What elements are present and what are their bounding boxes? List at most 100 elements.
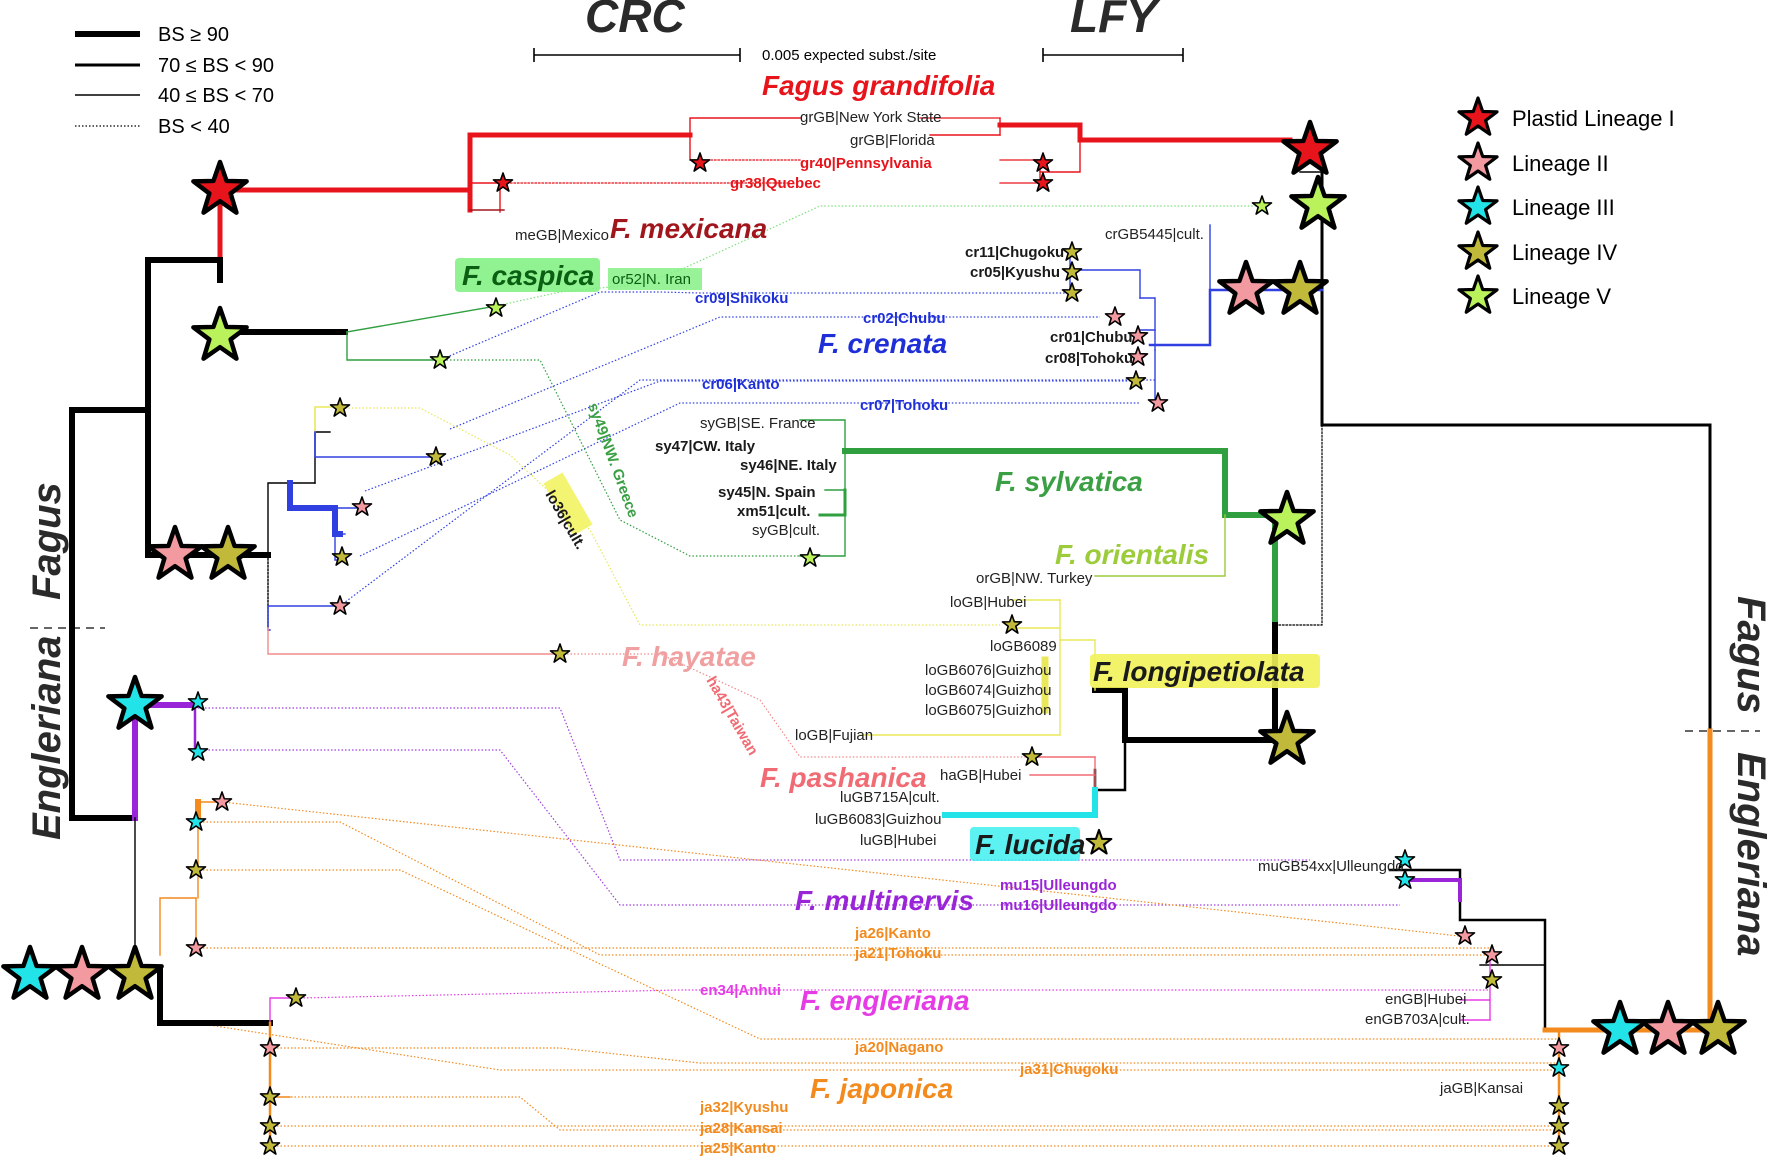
tip-label: cr08|Tohoku: [1045, 350, 1133, 367]
tip-label: cr01|Chubu: [1050, 329, 1133, 346]
lineage-legend-label: Lineage II: [1512, 151, 1609, 176]
star-icon: [799, 547, 821, 567]
tip-label: ja32|Kyushu: [699, 1099, 788, 1116]
star-icon: [193, 308, 246, 359]
star-icon: [1593, 1002, 1646, 1053]
bs-legend-label: 70 ≤ BS < 90: [158, 55, 274, 77]
star-icon: [429, 349, 451, 369]
tip-label: grGB|Florida: [850, 132, 935, 149]
lineage-legend: Plastid Lineage I Lineage II Lineage III…: [1457, 96, 1675, 314]
species-label-japonica: F. japonica: [810, 1073, 953, 1104]
star-icon: [1457, 230, 1499, 270]
bs-legend-label: BS ≥ 90: [158, 24, 229, 46]
star-icon: [1021, 746, 1043, 766]
star-icon: [425, 446, 447, 466]
bootstrap-legend: BS ≥ 90 70 ≤ BS < 90 40 ≤ BS < 70 BS < 4…: [75, 24, 274, 138]
tip-label: en34|Anhui: [700, 982, 781, 999]
tanglegram-links: [195, 205, 1559, 1147]
tip-label: loGB|Fujian: [795, 727, 873, 744]
star-icon: [1457, 141, 1499, 181]
star-icon: [187, 741, 209, 761]
star-icon: [259, 1135, 281, 1155]
tip-label: loGB6089: [990, 638, 1057, 655]
tip-label: mu16|Ulleungdo: [1000, 897, 1117, 914]
crc-title: CRC: [585, 0, 685, 42]
tip-label: gr38|Quebec: [730, 175, 821, 192]
tip-label: enGB703A|cult.: [1365, 1011, 1470, 1028]
tip-label: luGB6083|Guizhou: [815, 811, 941, 828]
star-icon: [1085, 828, 1113, 855]
star-icon: [148, 527, 201, 578]
tip-label: ja26|Kanto: [854, 925, 931, 942]
tip-label: sy45|N. Spain: [718, 484, 816, 501]
tip-label: sy47|CW. Italy: [655, 438, 756, 455]
star-icon: [285, 987, 307, 1007]
star-icon: [1251, 195, 1273, 215]
species-label-pashanica: F. pashanica: [760, 762, 927, 793]
tip-label: sy49|NW. Greece: [584, 401, 641, 520]
tip-label: gr40|Pennsylvania: [800, 155, 932, 172]
tip-label: cr06|Kanto: [702, 376, 780, 393]
tip-label: orGB|NW. Turkey: [976, 570, 1093, 587]
left-subgenus-engleriana: Engleriana: [25, 635, 69, 840]
star-icon: [351, 496, 373, 516]
species-label-caspica: F. caspica: [462, 260, 594, 291]
star-icon: [1061, 282, 1083, 302]
star-icon: [1001, 614, 1023, 634]
right-subgenus-fagus: Fagus: [1729, 596, 1772, 714]
star-icon: [1125, 370, 1147, 390]
star-icon: [1283, 122, 1336, 173]
tip-label: cr09|Shikoku: [695, 290, 788, 307]
tip-label: loGB|Hubei: [950, 594, 1026, 611]
tip-label: syGB|cult.: [752, 522, 820, 539]
star-icon: [1291, 177, 1344, 228]
star-icon: [549, 643, 571, 663]
left-subgenus-fagus: Fagus: [25, 482, 69, 600]
tip-label: cr07|Tohoku: [860, 397, 948, 414]
species-label-hayatae: F. hayatae: [622, 641, 756, 672]
star-icon: [3, 947, 56, 998]
lineage-legend-label: Lineage V: [1512, 284, 1611, 309]
species-label-engleriana: F. engleriana: [800, 985, 970, 1016]
star-icon: [185, 937, 207, 957]
lineage-legend-label: Lineage IV: [1512, 240, 1618, 265]
species-label-orientalis: F. orientalis: [1055, 539, 1209, 570]
tip-label: sy46|NE. Italy: [740, 457, 837, 474]
star-icon: [1219, 262, 1272, 313]
lineage-legend-label: Plastid Lineage I: [1512, 106, 1675, 131]
tip-label: jaGB|Kansai: [1439, 1080, 1523, 1097]
tip-label: enGB|Hubei: [1385, 991, 1466, 1008]
tip-label: or52|N. Iran: [612, 271, 691, 288]
star-icon: [1032, 172, 1054, 192]
species-label-lucida: F. lucida: [975, 829, 1085, 860]
star-icon: [1032, 152, 1054, 172]
species-labels: Fagus grandifolia F. mexicana F. caspica…: [455, 70, 1320, 1104]
star-icon: [55, 947, 108, 998]
species-label-longipetiolata: F. longipetiolata: [1093, 656, 1305, 687]
star-icon: [1260, 712, 1313, 763]
tip-label: cr11|Chugoku: [965, 244, 1064, 261]
species-label-mexicana: F. mexicana: [610, 213, 767, 244]
tip-label: meGB|Mexico: [515, 227, 609, 244]
species-label-grandifolia: Fagus grandifolia: [762, 70, 995, 101]
tip-label: ja31|Chugoku: [1019, 1061, 1118, 1078]
tip-label: muGB54xx|Ulleungdo: [1258, 858, 1404, 875]
tip-label: ja25|Kanto: [699, 1140, 776, 1157]
tip-label: cr02|Chubu: [863, 310, 946, 327]
lineage-legend-label: Lineage III: [1512, 195, 1615, 220]
tip-label: xm51|cult.: [737, 503, 810, 520]
star-icon: [1454, 925, 1476, 945]
star-icon: [201, 527, 254, 578]
crc-scale-bar: [533, 48, 741, 62]
star-icon: [1273, 262, 1326, 313]
tip-label: ha43|Taiwan: [703, 674, 762, 759]
tip-label: ja21|Tohoku: [854, 945, 941, 962]
tip-label: loGB6076|Guizhou: [925, 662, 1051, 679]
tip-label: grGB|New York State: [800, 109, 941, 126]
star-icon: [1641, 1002, 1694, 1053]
star-icon: [1457, 96, 1499, 136]
star-icon: [492, 172, 514, 192]
bs-legend-label: BS < 40: [158, 116, 230, 138]
tip-label: crGB5445|cult.: [1105, 226, 1204, 243]
